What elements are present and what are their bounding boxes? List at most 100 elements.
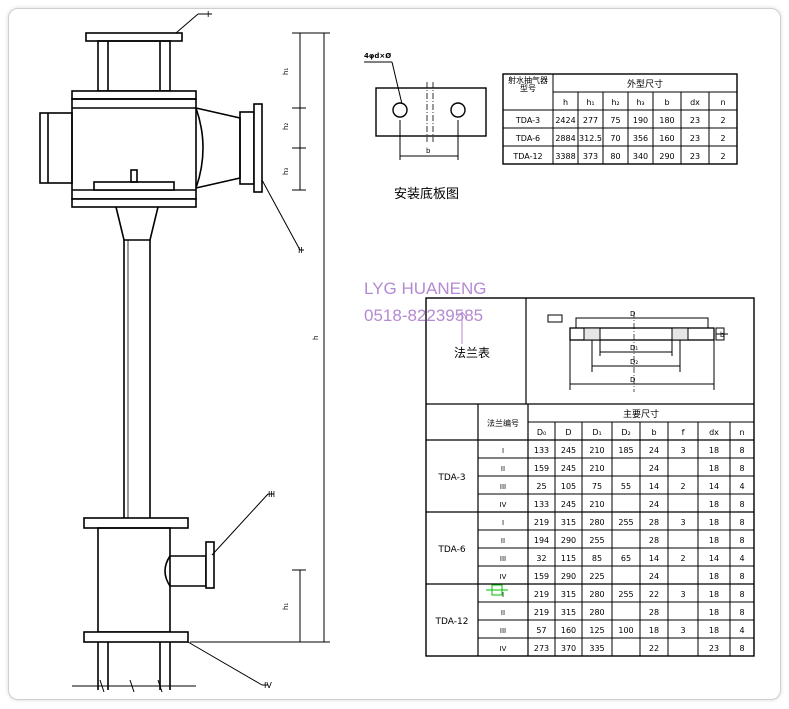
flange-table-cell: 290	[561, 572, 576, 581]
dim-label-h3: h₃	[282, 168, 290, 175]
table-top-col-5: dx	[690, 98, 700, 107]
flange-table-cell: 160	[561, 626, 576, 635]
table-top-cell: 2424	[555, 116, 575, 125]
flange-table-cell: 23	[709, 644, 719, 653]
table-top-cell: 373	[583, 152, 598, 161]
flange-table-cell: 210	[589, 500, 604, 509]
flange-table-cell: 8	[739, 536, 744, 545]
flange-table-cell: 370	[561, 644, 576, 653]
flange-table-row-flange: I	[502, 591, 504, 599]
flange-cross-section-diagram	[547, 312, 728, 392]
flange-table-group-model: TDA-6	[437, 545, 465, 555]
watermark-phone: 0518-82239585	[364, 306, 483, 325]
table-top-cell: 3388	[555, 152, 575, 161]
flange-table-cell: 255	[589, 536, 604, 545]
table-top-row-model: TDA-12	[512, 152, 542, 161]
flange-table-cell: 255	[618, 590, 633, 599]
flange-table-row-flange: IV	[500, 501, 507, 509]
dim-label-h2: h₂	[282, 123, 290, 130]
flange-table-row-flange: III	[500, 555, 506, 563]
flange-table-cell: 18	[709, 500, 719, 509]
flange-table-cell: 133	[534, 500, 549, 509]
dim-label-h1: h₁	[282, 68, 290, 75]
base-plate-drawing	[364, 61, 487, 160]
flange-table-cell: 14	[709, 554, 719, 563]
flange-table-cell: 75	[592, 482, 602, 491]
flange-table-cell: 315	[561, 518, 576, 527]
flange-table-cell: 8	[739, 644, 744, 653]
table-top-cell: 312.5	[579, 134, 602, 143]
elevation-dimension-labels: h₁ h₂ h₃ h h₁	[282, 68, 320, 610]
flange-table-cell: 290	[561, 536, 576, 545]
flange-table-cell: 22	[649, 644, 659, 653]
flange-table-cell: 185	[618, 446, 633, 455]
base-plate-hole-label: 4φd×Ø	[364, 52, 391, 60]
table-top-col-3: h₃	[636, 98, 644, 107]
flange-table-cell: 24	[649, 572, 659, 581]
flange-table-cell: 3	[680, 518, 685, 527]
flange-table-cell: 105	[561, 482, 576, 491]
flange-table-row-flange: IV	[500, 645, 507, 653]
base-plate-caption: 安装底板图	[394, 186, 459, 202]
table-top-cell: 70	[610, 134, 620, 143]
drawing-frame	[8, 8, 781, 700]
flange-table-cell: 100	[618, 626, 633, 635]
flange-table-cell: 2	[680, 482, 685, 491]
table-top-cell: 75	[610, 116, 620, 125]
table-top-cell: 23	[690, 152, 700, 161]
flange-table-cell: 18	[709, 572, 719, 581]
flange-table-col-5: f	[682, 428, 685, 437]
flange-table-cell: 14	[709, 482, 719, 491]
flange-table-row-flange: III	[500, 627, 506, 635]
flange-table-cell: 14	[649, 482, 659, 491]
flange-table-col-4: b	[651, 428, 656, 437]
part-label-III: III	[268, 490, 275, 499]
flange-table-cell: 133	[534, 446, 549, 455]
table-top-cell: 356	[633, 134, 648, 143]
table-top-cell: 23	[690, 116, 700, 125]
table-top-header-group: 外型尺寸	[627, 78, 663, 90]
table-top-cell: 340	[633, 152, 648, 161]
flange-table-cell: 85	[592, 554, 602, 563]
flange-diagram-label-D: D	[630, 310, 635, 318]
table-top-cell: 290	[659, 152, 674, 161]
flange-table-cell: 194	[534, 536, 549, 545]
flange-diagram-label-D0: D	[630, 376, 635, 384]
flange-table-cell: 28	[649, 536, 659, 545]
table-top-cell: 23	[690, 134, 700, 143]
flange-table-cell: 4	[739, 554, 744, 563]
table-top-header-model: 射水抽气器	[508, 75, 548, 85]
flange-table-col-3: D₂	[621, 428, 630, 437]
flange-table-group-model: TDA-3	[437, 473, 465, 483]
table-top-col-4: b	[664, 98, 669, 107]
flange-table-cell: 18	[709, 518, 719, 527]
flange-table-cell: 24	[649, 500, 659, 509]
part-labels: I II III IV	[207, 10, 303, 690]
flange-table-header-flange: 法兰编号	[487, 418, 519, 428]
flange-table-cell: 219	[534, 608, 549, 617]
base-plate-dim-label: b	[426, 147, 431, 155]
table-top-cell: 180	[659, 116, 674, 125]
flange-table-cell: 18	[709, 608, 719, 617]
flange-table-cell: 315	[561, 590, 576, 599]
flange-table-cell: 25	[536, 482, 546, 491]
flange-table-col-7: n	[739, 428, 744, 437]
flange-table-cell: 32	[536, 554, 546, 563]
table-top-cell: 277	[583, 116, 598, 125]
flange-table-cell: 65	[621, 554, 631, 563]
flange-table-row-flange: IV	[500, 573, 507, 581]
flange-table-cell: 159	[534, 572, 549, 581]
table-top-row-model: TDA-6	[515, 134, 540, 143]
cursor-marker	[486, 584, 508, 596]
table-top-col-2: h₂	[611, 98, 619, 107]
flange-table-row-flange: III	[500, 483, 506, 491]
dim-label-h: h	[312, 336, 320, 340]
flange-table-cell: 245	[561, 446, 576, 455]
flange-table-row-flange: II	[501, 465, 505, 473]
table-top-cell: 80	[610, 152, 620, 161]
flange-table-cell: 4	[739, 626, 744, 635]
table-top-col-1: h₁	[586, 98, 594, 107]
